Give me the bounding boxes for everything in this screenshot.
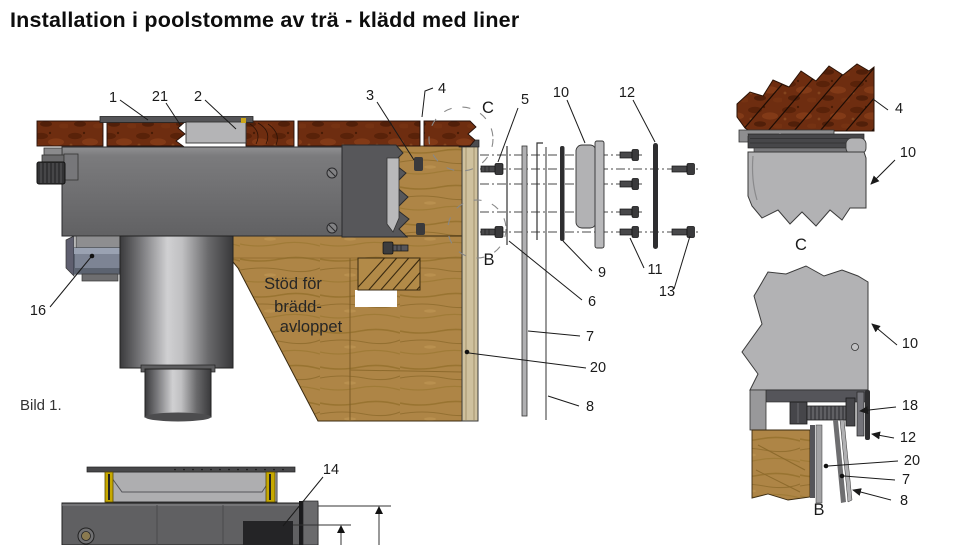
deck-board [423,120,477,147]
gasket-9 [560,146,565,241]
liner-tail [839,419,853,503]
skimmer-body [61,146,343,237]
detail-circle-b [447,199,507,259]
wood-hatch [737,64,874,139]
fastener-plug [416,223,425,235]
figure-label: Bild 1. [20,397,62,414]
liner-hook [536,142,543,240]
leader-dot [839,473,845,479]
deck-boards [36,120,477,147]
body-screw-heads [326,167,338,234]
detailb-callout-10: 10 [902,336,918,352]
leader-dot [823,463,829,469]
support-note-line3: avloppet [280,318,343,336]
weir-blade [386,157,400,233]
deck-wood-section [736,63,875,140]
faceplate-flange [594,140,605,249]
drain-fitting-16 [65,235,131,282]
screws-5 [480,163,504,238]
detailc-label: C [795,236,807,254]
callout-4: 4 [438,81,446,97]
seal-mark [241,118,246,123]
hatched-wood-block [357,257,421,291]
wall-board-section [751,429,811,501]
callout-8: 8 [586,399,594,415]
detailc-callout-10: 10 [900,145,916,161]
gasket-12 [653,143,658,249]
callout-6: 6 [588,294,596,310]
detailb-label: B [813,501,824,519]
fastener-plug [414,157,423,171]
callout-5: 5 [521,92,529,108]
callout-9: 9 [598,265,606,281]
detailc-callout-4: 4 [895,101,903,117]
detailb-callout-7: 7 [902,472,910,488]
detail-view-c: 4 10 C [736,63,916,254]
dimension-lines [293,505,391,545]
leader-lines [49,87,691,407]
detailb-callout-8: 8 [900,493,908,509]
frame-hole [851,343,859,351]
callout-3: 3 [366,88,374,104]
faceplate-frame-section [741,265,869,391]
liner-layer-7 [521,145,528,417]
page-title: Installation i poolstomme av trä - klädd… [10,8,520,32]
deck-board [36,120,104,147]
detail-view-b: 10 18 12 20 7 8 B [741,265,920,519]
leader-dot [89,253,95,259]
adjust-screw [382,241,409,255]
callout-16: 16 [30,303,46,319]
detail-circle-c [428,106,494,172]
lid-cover [185,121,247,144]
callout-20: 20 [590,360,606,376]
deck-board [297,120,421,147]
section-letter-c: C [482,99,494,117]
screws-13 [671,163,695,238]
pipe-end [145,412,211,422]
leader-dot [464,349,470,355]
callout-1: 1 [109,90,117,106]
section-letter-b: B [483,251,494,269]
detailb-callout-12: 12 [900,430,916,446]
pipe-recess [243,521,293,545]
liner-strip [815,424,823,504]
deck-board [245,120,295,147]
plate-rivets [174,468,284,471]
frame-lip-lower [856,391,865,437]
liner-tail [833,420,846,503]
callout-12: 12 [619,85,635,101]
air-relief-fitting [36,147,79,185]
gasket-12-section [865,390,870,440]
pipe-outlet [144,368,212,418]
callout-21: 21 [152,89,168,105]
deck-board [106,120,188,147]
faceplate-frame-10 [575,144,597,229]
deck-break-lines [249,122,278,146]
bottom-view: 14 [61,462,391,545]
faceplate-frame-section [747,151,867,227]
callout-11: 11 [647,262,662,278]
detailb-callout-20: 20 [904,453,920,469]
dim-arrow [337,525,345,533]
lid-body [105,471,278,503]
callout-14: 14 [323,462,339,478]
callout-7: 7 [586,329,594,345]
clamp-bolt-18 [789,397,856,427]
callout-2: 2 [194,89,202,105]
support-notch [355,290,397,307]
support-note-line1: Stöd för [264,275,322,293]
detailb-callout-18: 18 [902,398,918,414]
main-view: 1 21 2 3 4 C 5 10 12 16 B 9 11 13 6 7 20… [20,81,700,422]
callout-10: 10 [553,85,569,101]
lid-top-plate [86,466,296,473]
callout-13: 13 [659,284,675,300]
liner-strip [810,425,815,498]
dim-arrow [375,506,383,514]
support-note-line2: brädd- [274,298,322,316]
screws-11 [619,149,639,238]
support-wedge [232,235,463,422]
skimmer-pipe [119,235,234,369]
pool-wall-board [461,144,479,422]
